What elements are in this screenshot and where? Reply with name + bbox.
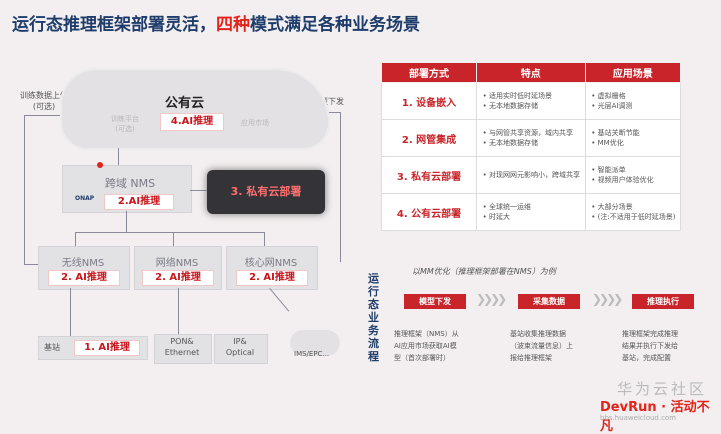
table-row: 3. 私有云部署 对现网网元影响小，跨域共享 智能派单视频用户体验优化 [381,156,682,194]
chevron-icon: ❯❯❯❯ [476,292,507,306]
connector-line [24,115,64,116]
base-station-label: 基站 [44,343,60,352]
feature-cell: 与网管共享资源，域内共享无本地数据存储 [476,119,586,157]
scene-cell: 大部分场景(注:不适用于低时延场景) [584,193,682,231]
connector-line [190,190,208,191]
table-row: 1. 设备嵌入 适用实时低时延场景无本地数据存储 虚拟栅格光层AI调测 [381,82,682,120]
ai-inference-tag-1: 1. AI推理 [74,340,140,356]
connector-line [173,232,174,246]
connector-line [178,288,179,334]
private-cloud-box: 3. 私有云部署 [207,170,325,214]
connector-line [340,112,341,262]
connector-line [326,112,341,113]
training-platform-label: 训练平台 (可选) [111,115,139,133]
connector-line [70,288,71,336]
feature-cell: 对现网网元影响小，跨域共享 [476,156,586,194]
model-label: 模型下发 [312,97,344,106]
mode-cell: 4. 公有云部署 [381,193,477,231]
table-row: 4. 公有云部署 全球统一运维时延大 大部分场景(注:不适用于低时延场景) [381,193,682,231]
ip-optical-box [214,334,268,364]
scene-cell: 虚拟栅格光层AI调测 [584,82,682,120]
ims-label: IMS/EPC... [294,350,330,358]
scene-cell: 智能派单视频用户体验优化 [584,156,682,194]
flow-vertical-title: 运行态业务流程 [368,272,379,363]
pon-ethernet-label: PON& Ethernet [164,337,200,357]
feature-cell: 全球统一运维时延大 [476,193,586,231]
table-row: 2. 网管集成 与网管共享资源，域内共享无本地数据存储 基站关断节能MM优化 [381,119,682,157]
pon-ethernet-box [154,334,212,364]
connector-line [24,264,38,265]
public-cloud [60,68,330,150]
table-header-row: 部署方式 特点 应用场景 [381,62,682,83]
core-network-nms-title: 核心网NMS [244,258,298,269]
mode-cell: 1. 设备嵌入 [381,82,477,120]
brand-logo: DevRun · 活动不凡 [600,400,710,434]
connector-line [75,232,76,246]
cross-domain-nms-title: 跨域 NMS [104,177,156,190]
public-cloud-label: 公有云 [165,96,205,111]
ai-inference-tag-2: 2. AI推理 [236,270,308,286]
alert-dot-icon [97,162,103,168]
header-scenarios: 应用场景 [584,62,682,83]
ip-optical-label: IP& Optical [225,337,255,357]
connector-line [24,115,25,265]
ai-inference-tag-2: 2. AI推理 [142,270,214,286]
watermark: 华为云社区 [616,380,707,398]
connector-line [126,211,127,233]
ims-cloud-icon [290,330,340,356]
ai-inference-tag-4: 4.AI推理 [160,113,224,131]
chevron-icon: ❯❯❯❯ [592,292,623,306]
header-mode: 部署方式 [381,62,477,83]
connector-line [264,232,265,246]
wireless-nms-title: 无线NMS [61,258,105,269]
step-desc-2: 基站收集推理数据 （波束流量信息）上 报给推理框架 [510,330,573,362]
network-nms-title: 网络NMS [155,258,199,269]
page-title: 运行态推理框架部署灵活，四种模式满足各种业务场景 [12,15,420,35]
connector-line [269,288,290,312]
step-collect-data: 采集数据 [518,294,580,309]
ai-inference-tag-2: 2. AI推理 [48,270,120,286]
deployment-table: 部署方式 特点 应用场景 1. 设备嵌入 适用实时低时延场景无本地数据存储 虚拟… [381,62,682,231]
feature-cell: 适用实时低时延场景无本地数据存储 [476,82,586,120]
step-inference-exec: 推理执行 [632,294,694,309]
step-desc-1: 推理框架（NMS）从 AI应用市场获取AI模 型（首次部署时） [394,330,459,362]
upload-label: 训练数据上传 (可选) [20,91,68,111]
flow-subtitle: 以MM优化（推理框架部署在NMS）为例 [412,267,556,276]
mode-cell: 2. 网管集成 [381,119,477,157]
connector-line [75,232,265,233]
step-desc-3: 推理框架完成推理 结果并执行下发给 基站，完成配置 [622,330,678,362]
app-market-label: 应用市场 [241,119,269,127]
brand-url: bbs.huaweicloud.com [600,414,677,422]
mode-cell: 3. 私有云部署 [381,156,477,194]
step-model-deploy: 模型下发 [404,294,466,309]
header-features: 特点 [476,62,586,83]
onap-logo: ONAP [75,195,95,202]
scene-cell: 基站关断节能MM优化 [584,119,682,157]
connector-line [118,148,119,166]
ai-inference-tag-2: 2.AI推理 [104,194,174,210]
